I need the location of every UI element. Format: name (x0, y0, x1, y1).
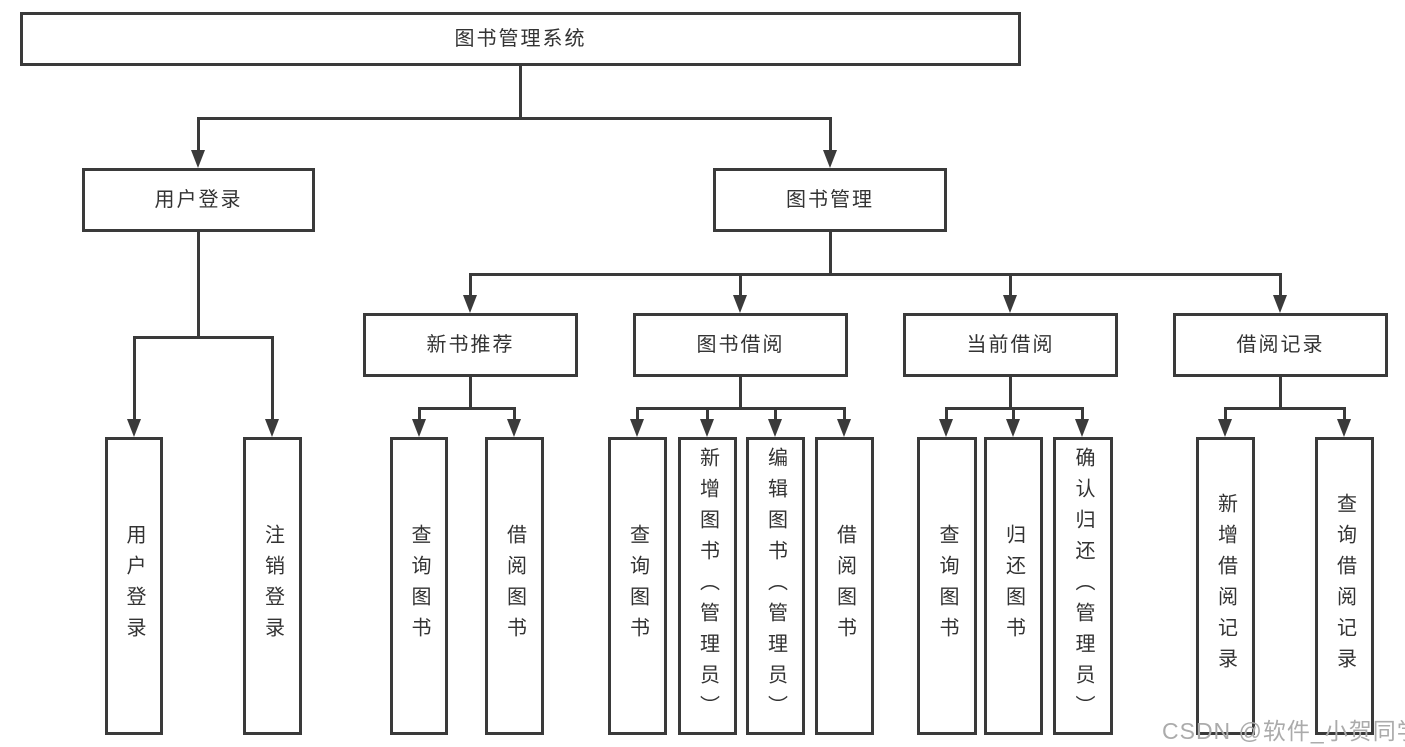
node-label: 查询图书 (408, 524, 430, 648)
arrowhead (1273, 295, 1287, 313)
node-label: 借阅图书 (833, 524, 856, 648)
connector-line (636, 407, 639, 421)
arrowhead (837, 419, 851, 437)
connector-line (945, 407, 948, 421)
node-book-management: 图书管理 (713, 168, 947, 232)
connector-line (829, 232, 832, 273)
arrowhead (1337, 419, 1351, 437)
csdn-watermark: CSDN @软件_小贺同学 (1162, 718, 1405, 744)
connector-line (1343, 407, 1346, 421)
node-label: 当前借阅 (966, 334, 1055, 356)
connector-line (1009, 273, 1012, 298)
leaf-record-query-record: 查询借阅记录 (1315, 437, 1374, 735)
node-label: 用户登录 (154, 189, 243, 211)
arrowhead (1006, 419, 1020, 437)
connector-line (469, 377, 472, 407)
node-root-system: 图书管理系统 (20, 12, 1021, 66)
node-book-borrow: 图书借阅 (633, 313, 848, 377)
connector-line (1279, 273, 1282, 298)
arrowhead (412, 419, 426, 437)
connector-line (418, 407, 516, 410)
connector-line (739, 377, 742, 407)
leaf-current-confirm-return-admin: 确认归还（管理员） (1053, 437, 1113, 735)
leaf-current-query-book: 查询图书 (917, 437, 977, 735)
leaf-borrow-add-book-admin: 新增图书（管理员） (678, 437, 737, 735)
connector-line (1279, 377, 1282, 407)
arrowhead (700, 419, 714, 437)
node-label: 图书借阅 (696, 334, 785, 356)
node-label: 借阅图书 (503, 524, 526, 648)
node-label: 借阅记录 (1236, 334, 1325, 356)
connector-line (1224, 407, 1346, 410)
connector-line (1224, 407, 1227, 421)
node-user-login: 用户登录 (82, 168, 315, 232)
arrowhead (191, 150, 205, 168)
connector-line (271, 336, 274, 421)
node-label: 查询借阅记录 (1333, 493, 1356, 679)
connector-line (1012, 407, 1015, 421)
arrowhead (630, 419, 644, 437)
leaf-borrow-query-book: 查询图书 (608, 437, 667, 735)
connector-line (133, 336, 273, 339)
arrowhead (1003, 295, 1017, 313)
leaf-current-return-book: 归还图书 (984, 437, 1043, 735)
node-current-borrow: 当前借阅 (903, 313, 1118, 377)
connector-line (829, 117, 832, 152)
node-label: 注销登录 (261, 524, 284, 648)
connector-line (1009, 377, 1012, 407)
node-label: 编辑图书（管理员） (764, 446, 787, 726)
node-label: 新增图书（管理员） (696, 446, 719, 726)
arrowhead (507, 419, 521, 437)
arrowhead (1218, 419, 1232, 437)
connector-line (1081, 407, 1084, 421)
leaf-user-login: 用户登录 (105, 437, 163, 735)
connector-line (197, 117, 832, 120)
node-label: 用户登录 (123, 524, 145, 648)
node-label: 图书管理系统 (454, 28, 587, 50)
connector-line (418, 407, 421, 421)
node-label: 归还图书 (1002, 524, 1025, 648)
arrowhead (127, 419, 141, 437)
arrowhead (939, 419, 953, 437)
leaf-borrow-borrow-book: 借阅图书 (815, 437, 874, 735)
node-label: 查询图书 (936, 524, 958, 648)
node-label: 新书推荐 (426, 334, 515, 356)
connector-line (636, 407, 846, 410)
arrowhead (265, 419, 279, 437)
node-new-book-recommend: 新书推荐 (363, 313, 578, 377)
connector-line (706, 407, 709, 421)
arrowhead (823, 150, 837, 168)
node-label: 查询图书 (626, 524, 649, 648)
leaf-record-add-record: 新增借阅记录 (1196, 437, 1255, 735)
leaf-logout: 注销登录 (243, 437, 302, 735)
leaf-borrow-edit-book-admin: 编辑图书（管理员） (746, 437, 805, 735)
connector-line (519, 66, 522, 117)
node-label: 图书管理 (786, 189, 874, 211)
connector-line (197, 232, 200, 336)
arrowhead (768, 419, 782, 437)
leaf-newbook-borrow-book: 借阅图书 (485, 437, 544, 735)
connector-line (774, 407, 777, 421)
connector-line (469, 273, 1282, 276)
node-borrow-record: 借阅记录 (1173, 313, 1388, 377)
arrowhead (1075, 419, 1089, 437)
leaf-newbook-query-book: 查询图书 (390, 437, 448, 735)
connector-line (739, 273, 742, 298)
connector-line (469, 273, 472, 298)
arrowhead (463, 295, 477, 313)
connector-line (513, 407, 516, 421)
node-label: 确认归还（管理员） (1072, 446, 1094, 726)
arrowhead (733, 295, 747, 313)
node-label: 新增借阅记录 (1214, 493, 1237, 679)
connector-line (197, 117, 200, 152)
connector-line (843, 407, 846, 421)
connector-line (133, 336, 136, 421)
